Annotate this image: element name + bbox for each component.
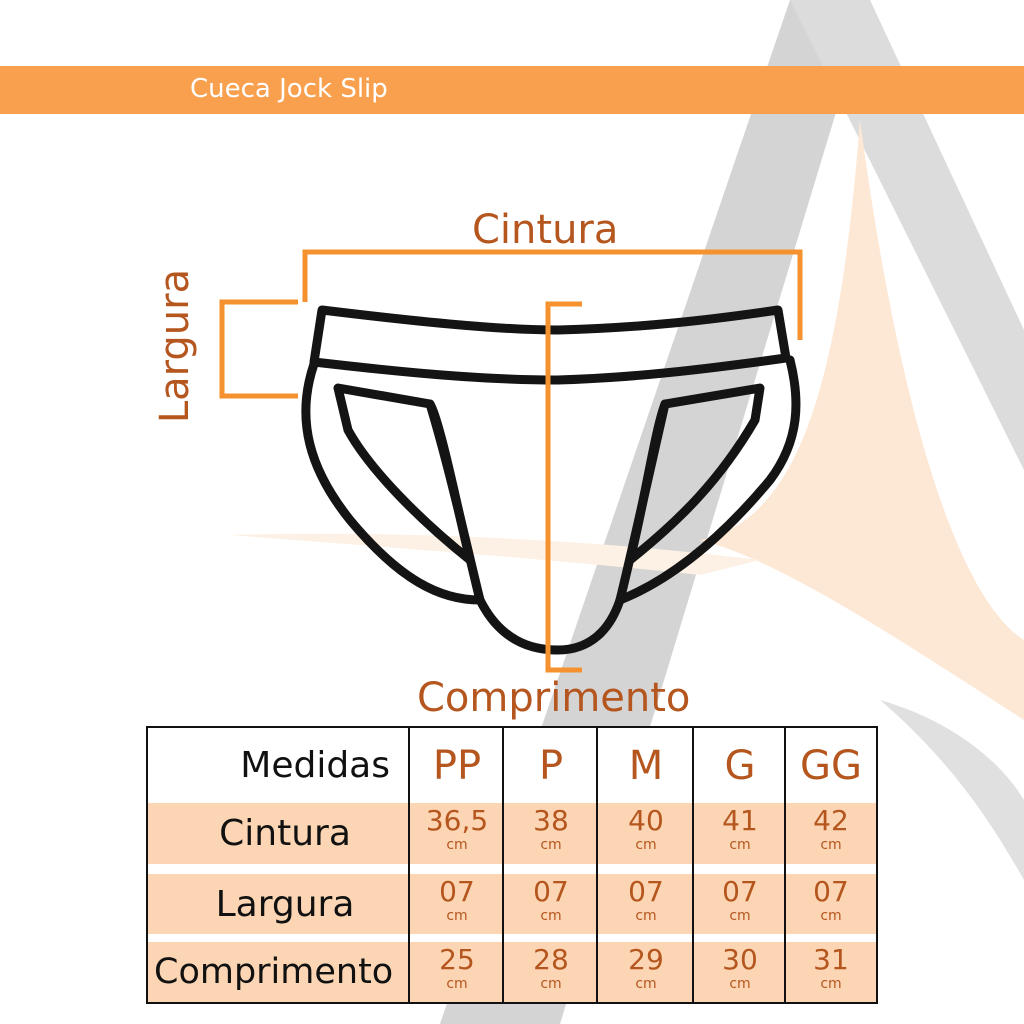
size-header-p: P <box>538 742 564 789</box>
row-label-length: Comprimento <box>154 952 394 992</box>
value-cell: 40 <box>628 804 664 837</box>
value-cell: 28 <box>533 943 569 976</box>
row-label-width: Largura <box>215 883 355 925</box>
waist-dimension-line <box>302 249 803 340</box>
unit-label: cm <box>729 976 751 992</box>
value-cell: 31 <box>813 943 849 976</box>
unit-label: cm <box>729 837 751 853</box>
length-dimension-line <box>545 301 582 673</box>
column-divider <box>784 728 786 1002</box>
measurements-header: Medidas <box>240 745 390 786</box>
title-banner <box>0 66 1024 114</box>
size-header-gg: GG <box>800 742 862 789</box>
unit-label: cm <box>820 908 842 924</box>
column-divider <box>408 728 410 1002</box>
size-header-m: M <box>628 742 664 789</box>
unit-label: cm <box>820 837 842 853</box>
value-cell: 07 <box>722 875 758 908</box>
value-cell: 25 <box>439 943 475 976</box>
row-label-waist: Cintura <box>219 813 351 854</box>
width-label: Largura <box>152 268 198 424</box>
value-cell: 07 <box>439 875 475 908</box>
unit-label: cm <box>635 908 657 924</box>
value-cell: 29 <box>628 943 664 976</box>
unit-label: cm <box>635 837 657 853</box>
column-divider <box>502 728 504 1002</box>
value-cell: 07 <box>813 875 849 908</box>
size-header-pp: PP <box>432 742 482 789</box>
unit-label: cm <box>635 976 657 992</box>
unit-label: cm <box>729 908 751 924</box>
value-cell: 07 <box>533 875 569 908</box>
value-cell: 42 <box>813 804 849 837</box>
unit-label: cm <box>540 908 562 924</box>
table-header-row: Medidas PP P M G GG <box>148 728 876 803</box>
column-divider <box>596 728 598 1002</box>
width-dimension-line <box>219 299 298 399</box>
brief-outline <box>301 305 801 655</box>
unit-label: cm <box>820 976 842 992</box>
waist-label: Cintura <box>472 207 619 253</box>
size-header-g: G <box>724 742 756 789</box>
unit-label: cm <box>540 837 562 853</box>
dimension-lines <box>219 249 803 673</box>
unit-label: cm <box>446 976 468 992</box>
value-cell: 36,5 <box>425 804 489 837</box>
unit-label: cm <box>446 837 468 853</box>
value-cell: 38 <box>533 804 569 837</box>
unit-label: cm <box>446 908 468 924</box>
unit-label: cm <box>540 976 562 992</box>
page-title: Cueca Jock Slip <box>190 74 388 104</box>
value-cell: 41 <box>722 804 758 837</box>
value-cell: 30 <box>722 943 758 976</box>
value-cell: 07 <box>628 875 664 908</box>
column-divider <box>692 728 694 1002</box>
length-label: Comprimento <box>417 675 691 721</box>
